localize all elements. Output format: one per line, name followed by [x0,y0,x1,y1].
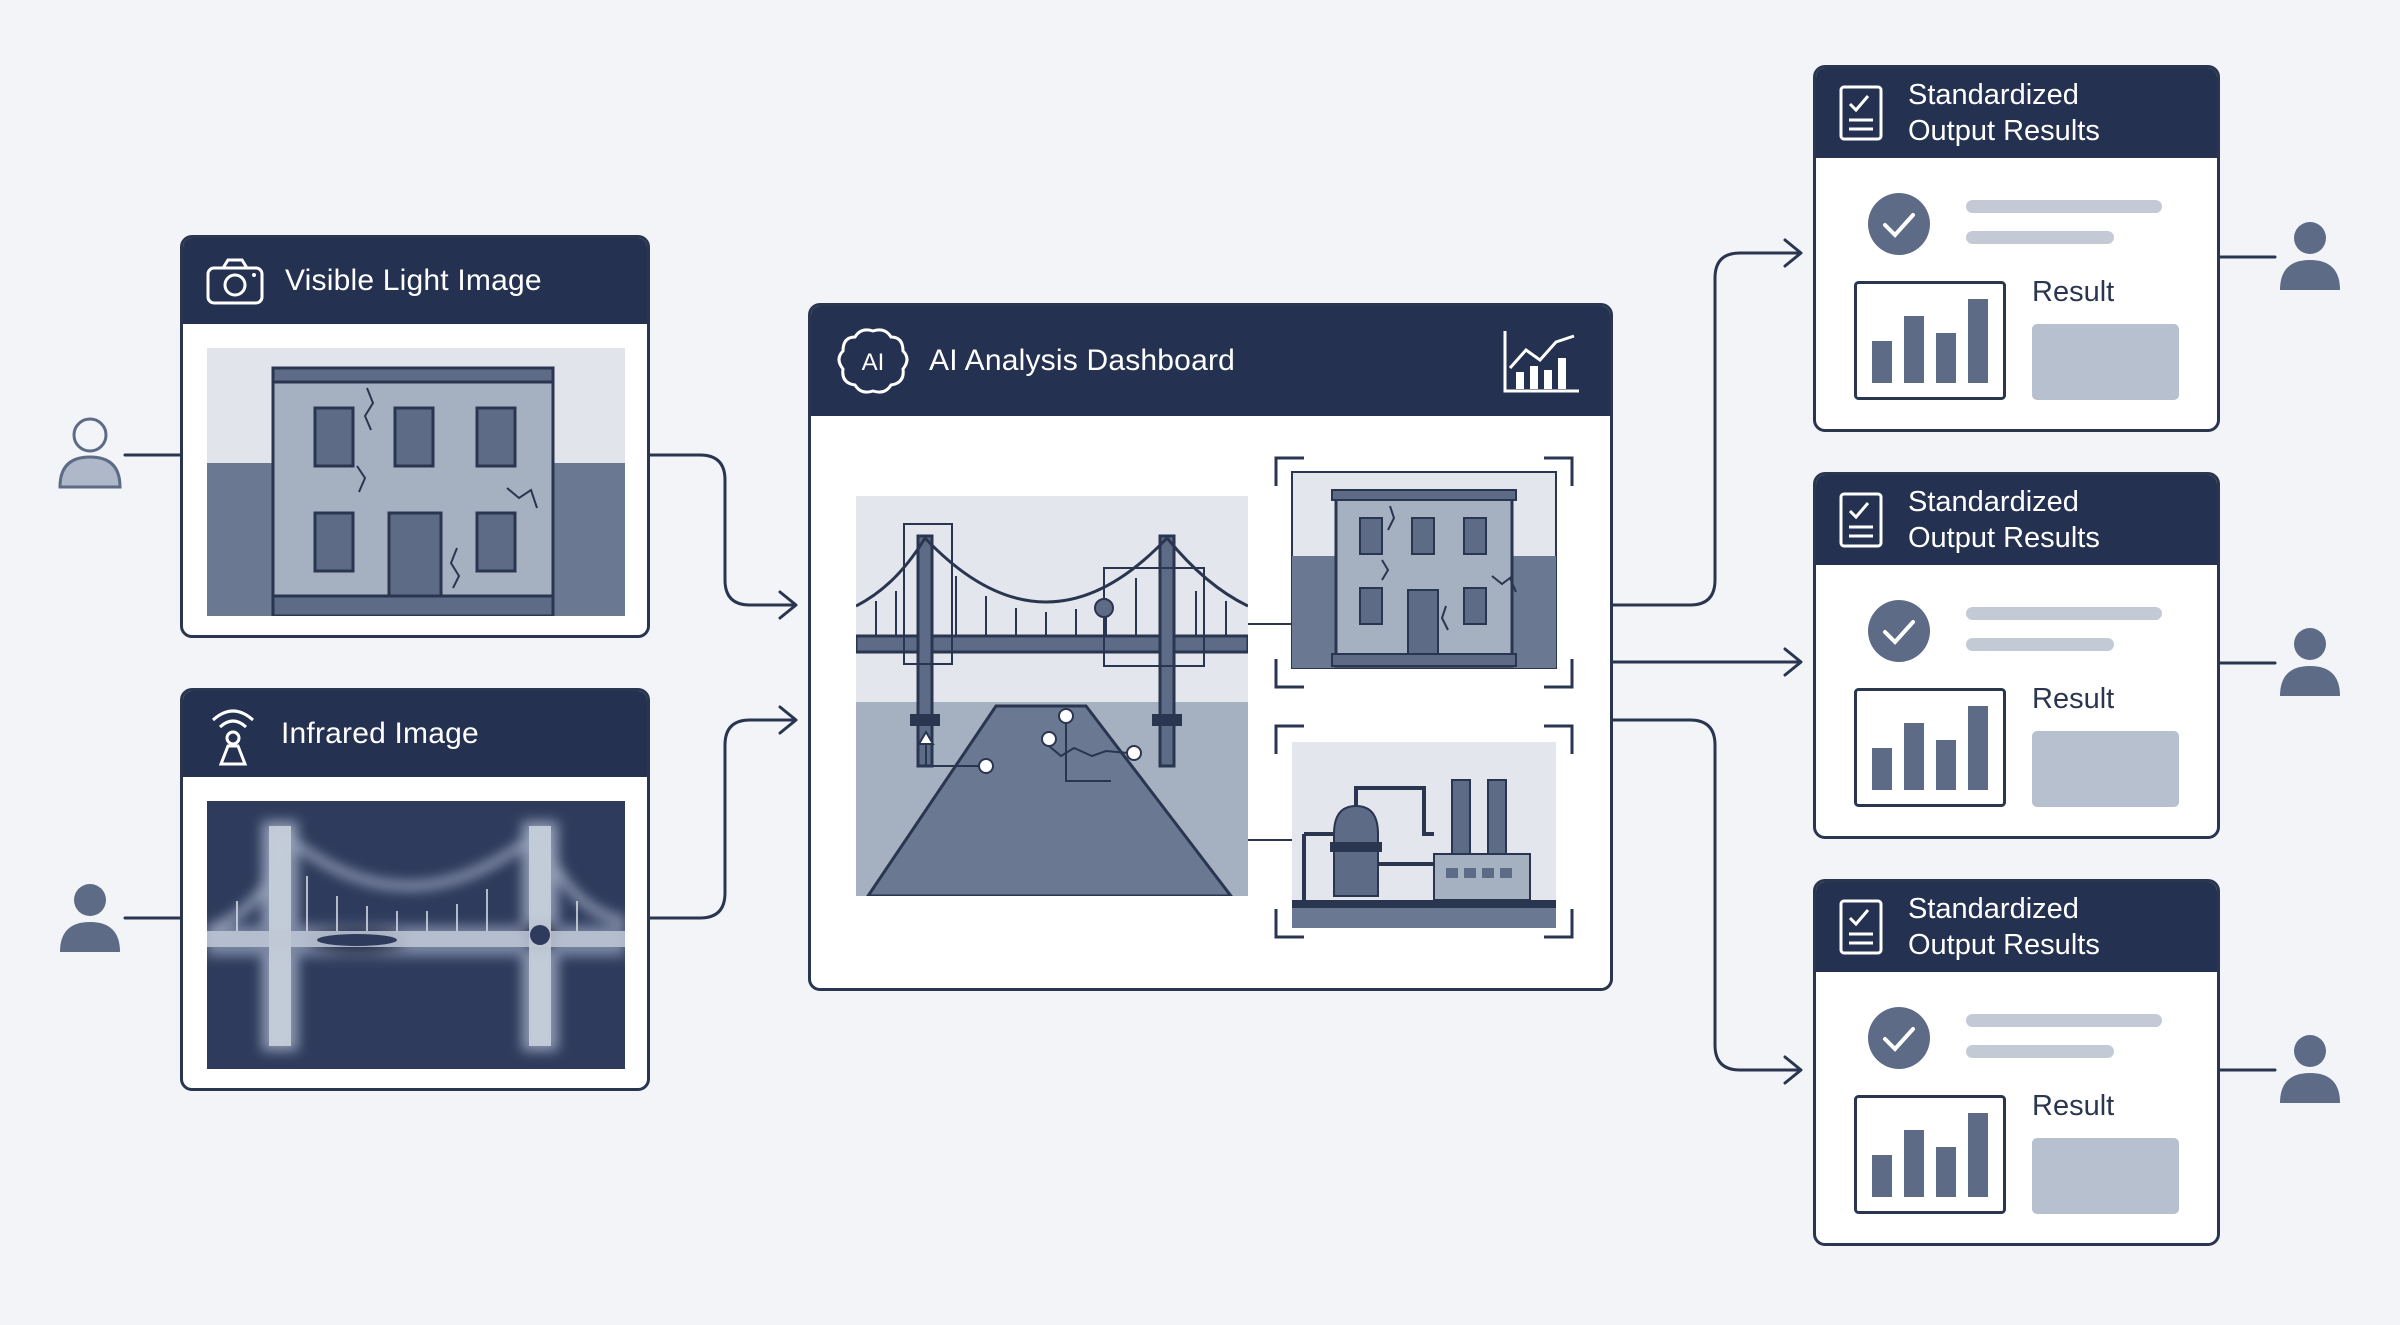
checklist-icon [1838,898,1884,956]
ai-dashboard-title: AI Analysis Dashboard [929,344,1236,377]
placeholder-line [1966,1045,2114,1058]
factory-detection-image [1274,724,1574,939]
result-label: Result [2032,683,2115,715]
checklist-icon [1838,84,1884,142]
bar-chart-icon [1854,1095,2006,1214]
user-icon [60,884,120,952]
infrared-title: Infrared Image [281,717,479,750]
checklist-icon [1838,491,1884,549]
user-icon [2280,1035,2340,1103]
visible-light-card[interactable]: Visible Light Image [180,235,650,638]
building-image [207,348,625,616]
ai-logo-text: AI [862,349,885,376]
infrared-header: Infrared Image [183,691,647,777]
output-title-line-2: Output Results [1908,522,2100,554]
visible-light-header: Visible Light Image [183,238,647,324]
placeholder-line [1966,200,2162,213]
output-card-header: Standardized Output Results [1816,475,2217,565]
output-title-line-2: Output Results [1908,929,2100,961]
output-title-line-2: Output Results [1908,115,2100,147]
infrared-card[interactable]: Infrared Image [180,688,650,1091]
output-title-line-1: Standardized [1908,893,2079,925]
bar-chart-icon [1854,688,2006,807]
bridge-analysis-image [856,496,1248,896]
dashboard-to-output-3-arrow [1611,718,1802,1072]
user-icon [2280,628,2340,696]
result-value-box [2032,324,2179,400]
output-card-2[interactable]: Standardized Output Results Result [1813,472,2220,839]
camera-icon [205,256,265,306]
ai-dashboard-card[interactable]: AI AI Analysis Dashboard [808,303,1613,991]
result-value-box [2032,731,2179,807]
output-card-header: Standardized Output Results [1816,882,2217,972]
user-icon [58,417,122,489]
check-circle-icon [1868,600,1930,662]
dashboard-to-output-1-arrow [1611,251,1802,607]
visible-light-title: Visible Light Image [285,264,542,297]
output-card-1[interactable]: Standardized Output Results Result [1813,65,2220,432]
trend-chart-icon [1502,328,1582,394]
placeholder-line [1966,1014,2162,1027]
check-circle-icon [1868,1007,1930,1069]
signal-person-icon [205,702,261,766]
result-value-box [2032,1138,2179,1214]
check-circle-icon [1868,193,1930,255]
infrared-to-dashboard-arrow [648,718,797,920]
ai-dashboard-header: AI AI Analysis Dashboard [811,306,1610,416]
result-label: Result [2032,1090,2115,1122]
user-icon [2280,222,2340,290]
output-card-3[interactable]: Standardized Output Results Result [1813,879,2220,1246]
output-title-line-1: Standardized [1908,79,2079,111]
result-label: Result [2032,276,2115,308]
output-card-header: Standardized Output Results [1816,68,2217,158]
thermal-bridge-image [207,801,625,1069]
building-detection-image [1274,456,1574,689]
placeholder-line [1966,607,2162,620]
visible-to-dashboard-arrow [648,453,797,607]
ai-brain-icon: AI [837,325,909,397]
output-title-line-1: Standardized [1908,486,2079,518]
placeholder-line [1966,231,2114,244]
placeholder-line [1966,638,2114,651]
bar-chart-icon [1854,281,2006,400]
